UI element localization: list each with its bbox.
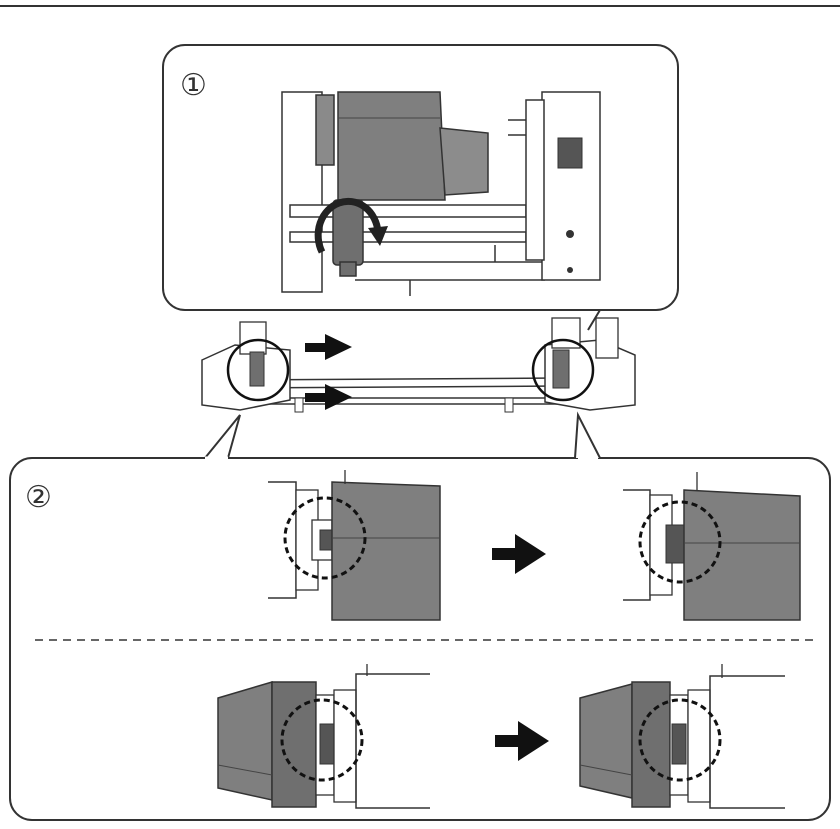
row2-before-focus-circle bbox=[280, 698, 364, 782]
row2-transition-arrow-icon bbox=[495, 721, 549, 761]
right-side-unit bbox=[541, 91, 601, 281]
left-holder-hub bbox=[315, 94, 335, 166]
step-2-panel: ② bbox=[9, 411, 831, 821]
step-1-callout-leader bbox=[575, 309, 602, 331]
row1-after-focus-circle bbox=[638, 500, 722, 584]
lower-rail bbox=[289, 231, 527, 243]
step-2-callout-leader-right bbox=[574, 411, 601, 459]
row1-transition-arrow-icon bbox=[492, 534, 546, 574]
rotate-arrow-icon bbox=[314, 197, 382, 254]
step-2-callout-leader-left bbox=[204, 414, 241, 459]
row2-after-focus-circle bbox=[638, 698, 722, 782]
lock-lever-knob bbox=[332, 199, 364, 266]
roll-core-nose bbox=[439, 127, 489, 196]
row2-before-illustration bbox=[217, 664, 430, 809]
row1-after-illustration bbox=[623, 472, 801, 621]
row1-before-illustration bbox=[268, 470, 441, 621]
row2-after-illustration bbox=[579, 664, 785, 809]
step-2-number: ② bbox=[25, 480, 52, 515]
roll-core-cone bbox=[337, 91, 446, 201]
step-1-panel: ① bbox=[162, 44, 679, 331]
right-unit-connector bbox=[557, 137, 583, 169]
row1-before-focus-circle bbox=[283, 496, 367, 580]
slide-right-arrow-icon bbox=[305, 334, 352, 360]
right-holder-magnifier bbox=[531, 338, 595, 402]
slide-right-arrow-icon-lower bbox=[305, 384, 352, 410]
overview-printer-stand bbox=[201, 317, 636, 413]
step-1-number: ① bbox=[180, 68, 207, 103]
left-holder-magnifier bbox=[226, 338, 290, 402]
